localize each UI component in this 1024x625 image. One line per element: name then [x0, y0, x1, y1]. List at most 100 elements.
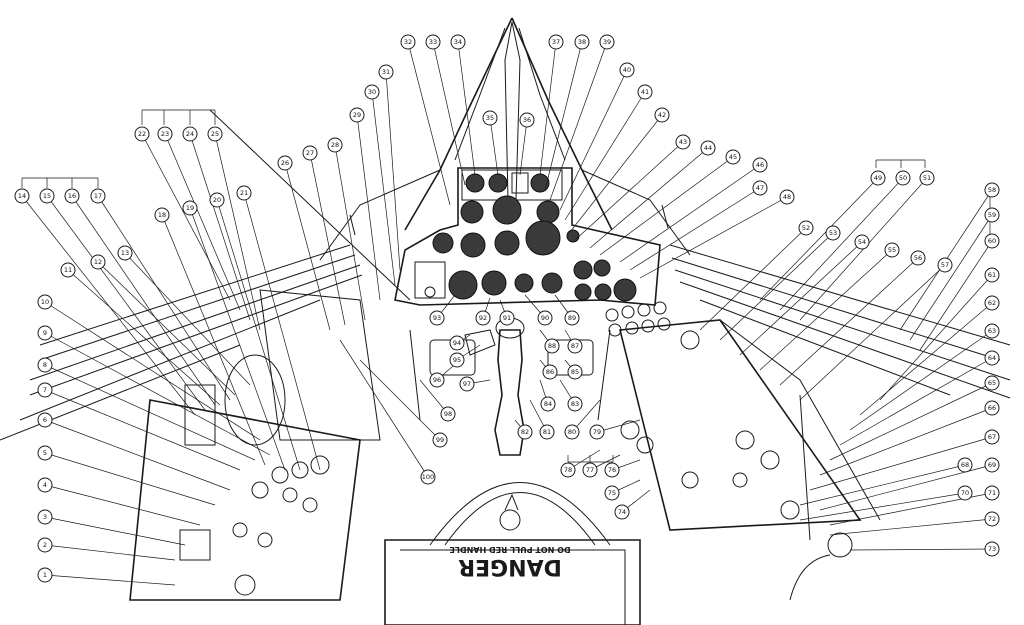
callout-number: 26: [281, 159, 289, 167]
callout-circle: [37, 412, 53, 428]
callout-number: 8: [43, 361, 47, 369]
callout-number: 67: [988, 433, 996, 441]
callout-number: 42: [658, 111, 666, 119]
callout-leader-36: [519, 119, 528, 176]
callout-circle: [910, 250, 926, 266]
callout-number: 31: [382, 68, 390, 76]
callout-circle: [540, 396, 556, 412]
callout-69: 69: [984, 457, 1000, 473]
callout-circle: [725, 149, 741, 165]
callout-leader-17: [97, 195, 231, 401]
callout-45: 45: [725, 149, 741, 165]
callout-circle: [984, 350, 1000, 366]
callout-82: 82: [517, 424, 533, 440]
callout-circle: [560, 462, 576, 478]
callout-leader-14: [21, 195, 196, 416]
callout-circle: [984, 541, 1000, 557]
callout-leader-8: [44, 364, 256, 461]
callout-leader-6: [44, 419, 231, 491]
callout-circle: [117, 245, 133, 261]
callout-circle: [449, 335, 465, 351]
callout-55: 55: [884, 242, 900, 258]
right-console: [605, 301, 881, 601]
callout-number: 17: [94, 192, 102, 200]
callout-leader-60: [919, 240, 993, 351]
callout-leader-28: [334, 144, 366, 321]
callout-98: 98: [440, 406, 456, 422]
callout-41: 41: [637, 84, 653, 100]
callout-leader-48: [639, 196, 788, 279]
callout-number: 54: [858, 238, 866, 246]
callout-48: 48: [779, 189, 795, 205]
callout-71: 71: [984, 485, 1000, 501]
callout-number: 78: [564, 466, 572, 474]
callout-number: 64: [988, 354, 996, 362]
danger-label: DANGER: [458, 554, 562, 579]
callout-number: 55: [888, 246, 896, 254]
callout-circle: [984, 485, 1000, 501]
callout-circle: [779, 189, 795, 205]
callout-number: 92: [479, 314, 487, 322]
callout-number: 84: [544, 400, 552, 408]
callout-leader-59: [909, 214, 993, 341]
ejection-seat: [384, 482, 641, 625]
callout-leader-53: [719, 232, 834, 341]
callout-number: 70: [961, 489, 969, 497]
callout-number: 21: [240, 189, 248, 197]
callout-leader-38: [544, 41, 583, 191]
callout-circle: [157, 126, 173, 142]
callout-46: 46: [752, 157, 768, 173]
callout-leader-61: [879, 274, 993, 401]
callout-leader-99: [359, 359, 441, 441]
callout-circle: [825, 225, 841, 241]
callout-circle: [544, 338, 560, 354]
callout-leader-1: [44, 574, 176, 586]
callout-circle: [870, 170, 886, 186]
callout-circle: [854, 234, 870, 250]
callout-circle: [957, 485, 973, 501]
callout-number: 23: [161, 130, 169, 138]
callout-number: 37: [552, 38, 560, 46]
callout-circle: [425, 34, 441, 50]
callout-circle: [984, 207, 1000, 223]
callout-34: 34: [450, 34, 466, 50]
callout-42: 42: [654, 107, 670, 123]
callout-number: 74: [618, 508, 626, 516]
callout-number: 81: [543, 428, 551, 436]
callout-95: 95: [449, 352, 465, 368]
callout-circle: [429, 310, 445, 326]
callout-leader-50: [779, 177, 904, 311]
callout-1: 1: [37, 567, 53, 583]
callout-number: 15: [43, 192, 51, 200]
callout-67: 67: [984, 429, 1000, 445]
callout-number: 63: [988, 327, 996, 335]
callout-circle: [567, 396, 583, 412]
callout-number: 58: [988, 186, 996, 194]
callout-38: 38: [574, 34, 590, 50]
callout-leader-62: [859, 302, 993, 416]
callout-circle: [984, 375, 1000, 391]
canopy-frame: [319, 17, 691, 261]
callout-58: 58: [984, 182, 1000, 198]
callout-circle: [90, 254, 106, 270]
callout-57: 57: [937, 257, 953, 273]
callout-circle: [37, 445, 53, 461]
callout-32: 32: [400, 34, 416, 50]
callout-number: 30: [368, 88, 376, 96]
callout-number: 98: [444, 410, 452, 418]
callout-circle: [64, 188, 80, 204]
callout-number: 80: [568, 428, 576, 436]
callout-44: 44: [700, 140, 716, 156]
callout-circle: [564, 424, 580, 440]
callout-number: 25: [211, 130, 219, 138]
callout-circle: [154, 207, 170, 223]
callout-circle: [574, 34, 590, 50]
callout-66: 66: [984, 400, 1000, 416]
callout-19: 19: [182, 200, 198, 216]
callout-number: 46: [756, 161, 764, 169]
callout-88: 88: [544, 338, 560, 354]
callout-number: 32: [404, 38, 412, 46]
callout-circle: [984, 182, 1000, 198]
callout-62: 62: [984, 295, 1000, 311]
callout-4: 4: [37, 477, 53, 493]
